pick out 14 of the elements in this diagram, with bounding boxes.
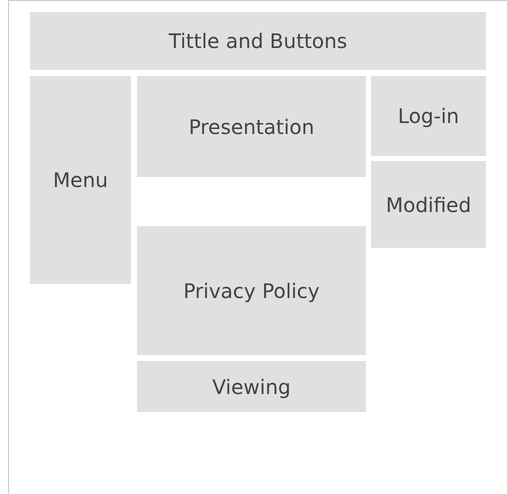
content-block [137,361,366,412]
block-label: Presentation [188,114,314,138]
block-label: Tittle and Buttons [168,29,348,53]
block-label: Privacy Policy [183,278,320,302]
block-label: Log-in [398,104,460,128]
content-block [137,226,366,355]
menu-block [30,76,131,284]
login-block [371,76,486,156]
header-block [30,12,486,70]
block-label: Viewing [212,374,291,398]
block-label: Modified [386,192,472,216]
sidebar-block [371,161,486,248]
block-label: Menu [53,168,108,192]
content-block [137,76,366,177]
